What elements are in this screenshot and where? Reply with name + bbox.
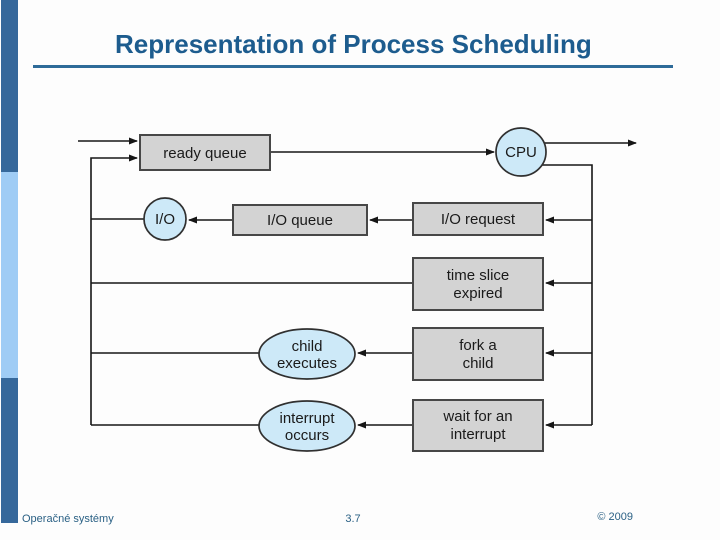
- io-label: I/O: [155, 211, 175, 228]
- wait-for-interrupt-rect: [412, 399, 544, 452]
- wait-for-interrupt-box: wait for an interrupt: [412, 399, 544, 452]
- wait-for-interrupt-label-line1: wait for an: [442, 408, 512, 425]
- child-executes-ellipse: child executes: [258, 328, 356, 380]
- footer-course-name: Operačné systémy: [22, 513, 114, 525]
- ready-queue-box: ready queue: [139, 134, 271, 171]
- time-slice-expired-label-line1: time slice: [447, 267, 510, 284]
- cpu-label: CPU: [505, 144, 537, 161]
- fork-a-child-label-line2: child: [463, 355, 494, 372]
- interrupt-occurs-label-line2: occurs: [285, 427, 329, 444]
- io-request-rect: [412, 202, 544, 236]
- page-title: Representation of Process Scheduling: [115, 29, 592, 59]
- wait-for-interrupt-label-line2: interrupt: [450, 426, 506, 443]
- footer-page-number: 3.7: [345, 513, 361, 525]
- interrupt-occurs-shape: [258, 400, 356, 452]
- interrupt-occurs-ellipse: interrupt occurs: [258, 400, 356, 452]
- fork-a-child-rect: [412, 327, 544, 381]
- io-queue-rect: [232, 204, 368, 236]
- io-request-label: I/O request: [441, 211, 516, 228]
- left-accent-bar-middle: [1, 172, 18, 378]
- fork-a-child-label-line1: fork a: [459, 337, 497, 354]
- cpu-shape: [495, 127, 547, 177]
- ready-queue-label: ready queue: [163, 145, 246, 162]
- child-executes-shape: [258, 328, 356, 380]
- interrupt-occurs-label-line1: interrupt: [279, 410, 335, 427]
- io-queue-box: I/O queue: [232, 204, 368, 236]
- connector-left-feedback-to-ready-queue: [90, 154, 138, 425]
- time-slice-expired-label-line2: expired: [453, 285, 502, 302]
- left-accent-bar-bottom: [1, 378, 18, 523]
- footer-copyright: © 2009: [597, 511, 633, 523]
- ready-queue-rect: [139, 134, 271, 171]
- fork-a-child-box: fork a child: [412, 327, 544, 381]
- connector-cpu-down-trunk: [542, 164, 593, 425]
- time-slice-expired-rect: [412, 257, 544, 311]
- io-request-box: I/O request: [412, 202, 544, 236]
- diagram-connectors: [78, 137, 637, 429]
- title-underline: [33, 65, 673, 68]
- io-ellipse: I/O: [143, 197, 187, 241]
- child-executes-label-line2: executes: [277, 355, 337, 372]
- child-executes-label-line1: child: [292, 338, 323, 355]
- cpu-ellipse: CPU: [495, 127, 547, 177]
- io-shape: [143, 197, 187, 241]
- left-accent-bar-top: [1, 0, 18, 172]
- io-queue-label: I/O queue: [267, 212, 333, 229]
- time-slice-expired-box: time slice expired: [412, 257, 544, 311]
